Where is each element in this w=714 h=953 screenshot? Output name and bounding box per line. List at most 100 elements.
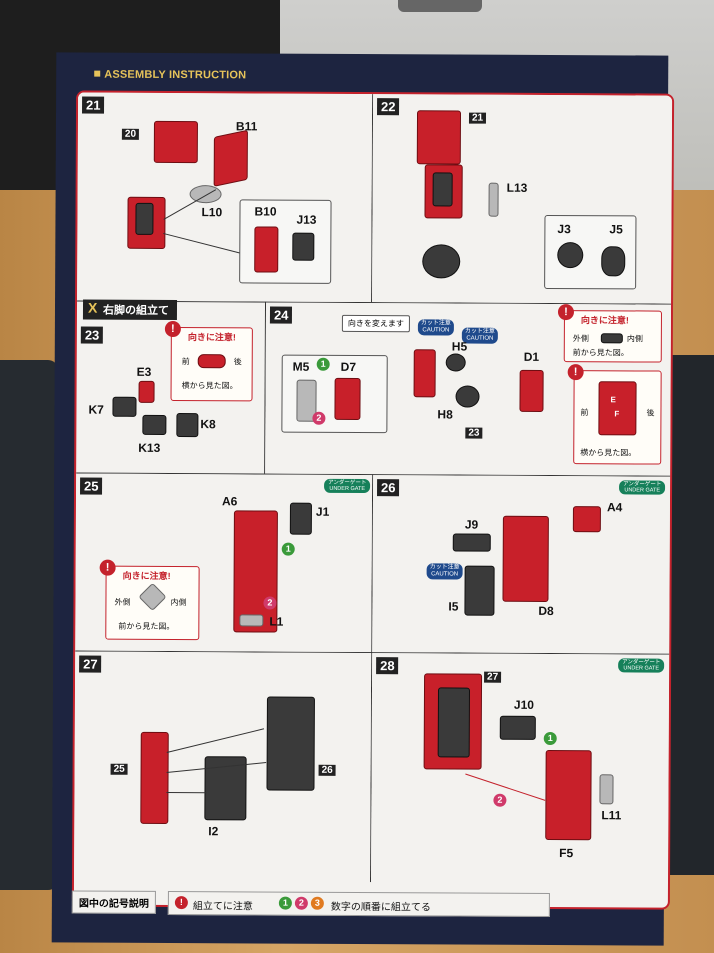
ref-label: 20 [121, 128, 140, 140]
caution-front: 前 [580, 408, 589, 418]
part-label: L10 [201, 205, 223, 220]
caution-outer: 外側 [572, 334, 589, 344]
caution-e: E [610, 395, 616, 405]
wall-fixture [398, 0, 482, 12]
step-number: 21 [82, 96, 105, 114]
tablet-device [0, 360, 58, 890]
part-label: H8 [437, 407, 453, 422]
order-2-icon: 2 [312, 411, 326, 425]
part-k8 [176, 413, 199, 438]
caution-back: 後 [233, 357, 242, 367]
part-l1 [239, 614, 264, 627]
part-frame [437, 687, 471, 758]
ref-label: 27 [484, 671, 502, 683]
part-k7 [112, 396, 137, 417]
caution-part [197, 354, 226, 369]
caution-icon: ! [99, 559, 116, 576]
instruction-sheet: 21 20 B11 L10 B10 J13 22 21 [71, 90, 675, 910]
tag-en: CAUTION [431, 571, 459, 578]
ref-label: 25 [110, 763, 128, 775]
part-label: L1 [269, 614, 284, 629]
step-27-panel: 27 25 26 I2 [73, 651, 372, 883]
guide-line [166, 728, 265, 753]
ref-label: 21 [468, 112, 487, 124]
part-b11 [213, 129, 248, 187]
step-23-panel: 23 E3 K7 K8 K13 ! 向きに注意! 前 後 横から見た図。 [76, 320, 265, 474]
part-k13 [142, 414, 167, 435]
part-label: K7 [88, 402, 104, 417]
order-1-icon: 1 [316, 357, 330, 371]
caution-f: F [614, 409, 620, 419]
ref-label: 23 [465, 427, 483, 439]
part-joint [422, 244, 461, 279]
guide-line [166, 791, 207, 794]
part-b10 [254, 226, 279, 273]
instruction-booklet: ASSEMBLY INSTRUCTION 21 20 B11 L10 B10 J… [51, 52, 675, 946]
part-label: L13 [506, 180, 528, 195]
caution-title: 向きに注意! [122, 570, 171, 582]
part-h8 [455, 385, 480, 408]
caution-box: ! 向きに注意! 外側 内側 前から見た図。 [99, 559, 200, 641]
part-j10 [499, 715, 536, 740]
part-label: B11 [235, 119, 258, 134]
step-number: 28 [376, 657, 399, 675]
part-label: K13 [138, 440, 161, 455]
order-2-icon: 2 [263, 596, 277, 610]
part-assembly [153, 120, 198, 164]
step-number: 24 [269, 306, 293, 324]
tag-en: UNDER GATE [329, 485, 366, 493]
guide-line [163, 232, 241, 254]
caution-title: 向きに注意! [187, 332, 236, 343]
part-assembly [416, 110, 462, 165]
part-label: F5 [559, 846, 574, 861]
step-number: 26 [377, 479, 400, 497]
step-number: 22 [377, 98, 400, 116]
legend-order-text: 数字の順番に組立てる [330, 901, 431, 914]
part-frame [135, 202, 154, 235]
part-label: L11 [601, 808, 622, 823]
step-number: 25 [80, 477, 103, 495]
caution-box: ! 向きに注意! 外側 内側 前から見た図。 [557, 304, 662, 363]
part-d1 [519, 369, 544, 412]
part-d7 [334, 377, 361, 421]
part-j3 [557, 242, 584, 269]
step-number: 23 [80, 326, 104, 344]
order-1-icon: 1 [278, 896, 292, 910]
header-title: ASSEMBLY INSTRUCTION [104, 68, 247, 82]
caution-note: 横から見た図。 [181, 381, 238, 391]
caution-icon: ! [557, 304, 575, 321]
detail-inset: J3 J5 [544, 214, 637, 290]
part-label: H5 [451, 339, 468, 354]
part-l13 [488, 182, 499, 217]
part-j5 [601, 246, 626, 277]
caution-icon: ! [174, 896, 188, 910]
caution-back: 後 [646, 408, 655, 418]
order-2-icon: 2 [493, 793, 507, 807]
part-25 [140, 731, 169, 825]
legend-caution-text: 組立てに注意 [192, 901, 253, 913]
caution-title: 向きに注意! [580, 315, 629, 326]
tag-jp: カット注意 [429, 564, 460, 571]
order-1-icon: 1 [543, 731, 557, 746]
part-j13 [292, 232, 315, 261]
part-label: J1 [315, 504, 330, 519]
caution-front: 前 [181, 357, 190, 367]
detail-inset: M5 1 D7 2 [281, 354, 388, 434]
caution-note: 前から見た図。 [572, 348, 629, 358]
part-f5 [545, 749, 592, 841]
part-a4 [572, 506, 601, 533]
part-i5 [464, 565, 495, 616]
header-square-icon [94, 70, 101, 77]
caution-outer: 外側 [114, 597, 131, 607]
order-3-icon: 3 [310, 896, 324, 910]
part-l11 [599, 774, 614, 805]
part-label: J3 [557, 222, 571, 237]
